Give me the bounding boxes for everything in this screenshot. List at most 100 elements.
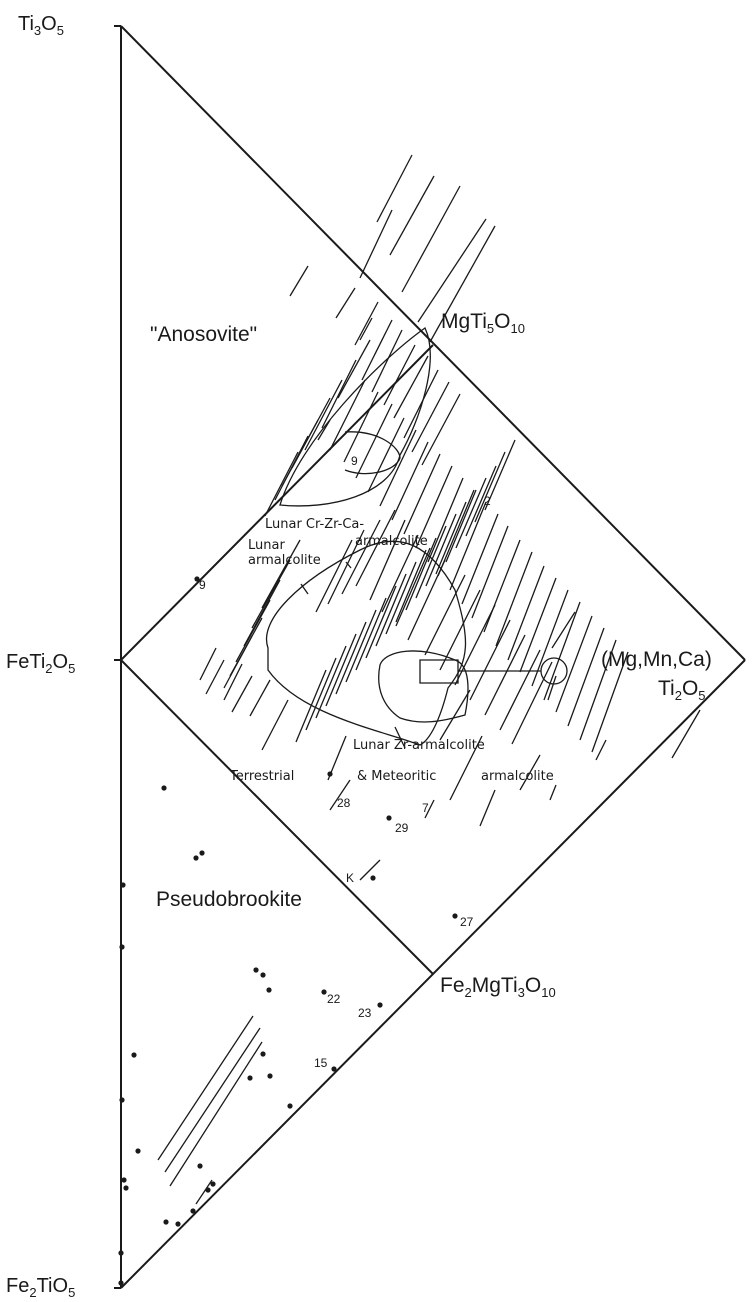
composition-point	[386, 815, 392, 821]
tie-line-bar	[199, 647, 217, 681]
composition-point	[175, 1221, 181, 1227]
tie-line-bar	[354, 301, 379, 346]
composition-point	[331, 1066, 337, 1072]
tie-line-bar	[235, 599, 271, 663]
point-label-28: 28	[337, 796, 351, 810]
tie-line-bar	[223, 663, 243, 701]
tie-line-bar	[429, 225, 496, 343]
tie-line-bar	[415, 525, 447, 599]
composition-point	[118, 1250, 124, 1256]
lunar-zr-field	[378, 650, 469, 723]
label-lunar-crzrca-1: Lunar Cr-Zr-Ca-	[265, 517, 364, 532]
tie-line-bar	[274, 435, 309, 501]
tie-line-bar	[439, 689, 471, 741]
tie-line-bar	[421, 393, 461, 466]
tie-line-bar	[474, 451, 506, 523]
label-meteoritic: & Meteoritic	[357, 769, 436, 784]
tie-line-bar	[495, 551, 533, 647]
tie-line-bar	[484, 439, 516, 511]
tie-line-bar	[305, 657, 337, 731]
tie-line-bar	[335, 621, 367, 695]
tie-line-bar	[264, 451, 299, 517]
tie-line-bar	[304, 379, 343, 451]
composition-point	[194, 576, 200, 582]
tie-line-bar	[325, 633, 357, 707]
tie-line-bar	[579, 639, 617, 741]
tie-line-bar	[454, 604, 496, 686]
tie-line-bar	[261, 699, 289, 751]
tie-line-bar	[483, 539, 521, 633]
tie-line-bar	[337, 339, 371, 399]
composition-point	[260, 972, 266, 978]
composition-point	[210, 1181, 216, 1187]
composition-point	[131, 1052, 137, 1058]
tie-line-bar	[385, 561, 417, 635]
tie-line-bar	[395, 547, 431, 627]
tie-line-bar	[484, 634, 526, 716]
composition-point	[197, 1163, 203, 1169]
composition-point	[123, 1185, 129, 1191]
tie-line-bar	[671, 709, 701, 759]
point-label-7: 7	[422, 801, 429, 815]
tie-line-bar	[403, 369, 439, 439]
composition-point	[377, 1002, 383, 1008]
tie-line-bar	[519, 754, 541, 791]
tie-line-bar	[345, 609, 377, 683]
tie-line-bar	[343, 391, 379, 463]
label-lunar-armal-2: armalcolite	[248, 553, 321, 568]
tie-line-bar	[289, 265, 309, 297]
composition-point	[205, 1187, 211, 1193]
composition-point	[120, 882, 126, 888]
point-label-29: 29	[395, 821, 409, 835]
point-label-23: 23	[358, 1006, 372, 1020]
tie-line-bar	[427, 477, 464, 563]
label-fe2mgti3o10: Fe2MgTi3O10	[440, 974, 556, 1000]
tie-line-bar	[551, 611, 576, 649]
tie-line-bar	[591, 651, 629, 753]
label-terr-armalcolite: armalcolite	[481, 769, 554, 784]
tie-line-bar	[329, 779, 351, 811]
label-lunar-crzrca-2: armalcolite	[355, 534, 428, 549]
tie-line-bar	[555, 615, 593, 713]
point-label-22: 22	[327, 992, 341, 1006]
composition-point	[135, 1148, 141, 1154]
composition-point	[260, 1051, 266, 1057]
tie-line-bar	[435, 501, 467, 575]
composition-point	[266, 987, 272, 993]
tie-line-bar	[469, 619, 511, 701]
tie-line-bar	[401, 185, 461, 293]
tie-line-bar	[403, 453, 441, 535]
tie-line-bar	[479, 789, 496, 827]
tie-line-bar	[261, 539, 301, 609]
tie-line-bar	[341, 519, 381, 595]
tie-line-bar	[389, 175, 435, 256]
tie-line-bar	[361, 319, 393, 381]
composition-point	[267, 1073, 273, 1079]
composition-points	[118, 576, 458, 1286]
tie-line-bar	[315, 539, 353, 613]
tie-line-bar	[471, 525, 509, 619]
tie-line-bar	[329, 379, 366, 451]
composition-point	[370, 875, 376, 881]
zr-inner	[419, 659, 459, 684]
tie-line-bar	[407, 559, 446, 641]
tie-line-bar	[417, 218, 487, 323]
composition-point	[193, 855, 199, 861]
tie-line-bar	[205, 659, 225, 695]
inner-loop	[344, 431, 401, 475]
tie-line-bar	[595, 739, 607, 761]
label-lunar-zr: Lunar Zr-armalcolite	[353, 738, 485, 753]
composition-point	[190, 1208, 196, 1214]
tie-line-bar	[321, 359, 357, 429]
tie-line-bar	[355, 597, 387, 671]
tie-line-bar	[355, 509, 396, 587]
point-label-k: K	[346, 871, 354, 885]
tie-line-bar	[405, 537, 437, 611]
tie-line-bar	[195, 1179, 213, 1205]
lunar-crzrca-field	[279, 327, 431, 507]
tie-line-bars	[157, 154, 701, 1205]
tie-line-bar	[549, 784, 557, 801]
point-label-15: 15	[314, 1056, 328, 1070]
tie-line-bar	[424, 574, 466, 656]
tie-line-bar	[243, 579, 281, 647]
